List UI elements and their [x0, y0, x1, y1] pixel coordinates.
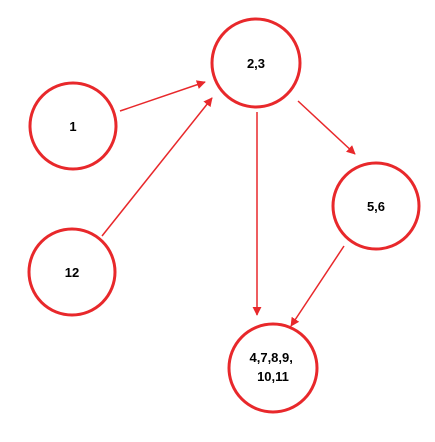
- node-12-label: 12: [65, 265, 79, 280]
- node-2-3-circle: [210, 17, 302, 109]
- edge-12-to-2-3: [101, 97, 213, 237]
- edge-2-3-to-5-6: [297, 100, 356, 155]
- node-4-11-circle: [227, 322, 319, 414]
- node-4-11-label-line-1: 4,7,8,9,: [250, 350, 293, 365]
- node-12-label-line: 12: [65, 265, 79, 280]
- node-2-3-label-line: 2,3: [247, 56, 265, 71]
- edges: [101, 80, 356, 327]
- node-1-circle: [28, 81, 118, 171]
- node-12[interactable]: 12: [27, 227, 117, 317]
- node-4-11[interactable]: 4,7,8,9, 10,11: [227, 322, 319, 414]
- node-2-3[interactable]: 2,3: [210, 17, 302, 109]
- node-5-6[interactable]: 5,6: [331, 161, 421, 251]
- edge-1-to-2-3: [119, 80, 206, 112]
- node-4-11-label: 4,7,8,9, 10,11: [250, 350, 297, 384]
- node-5-6-label: 5,6: [367, 199, 385, 214]
- node-1-label: 1: [69, 119, 76, 134]
- node-1-label-line: 1: [69, 119, 76, 134]
- node-1[interactable]: 1: [28, 81, 118, 171]
- node-5-6-label-line: 5,6: [367, 199, 385, 214]
- node-4-11-label-line-2: 10,11: [257, 369, 289, 384]
- node-5-6-circle: [331, 161, 421, 251]
- node-2-3-label: 2,3: [247, 56, 265, 71]
- edge-5-6-to-4-11: [290, 245, 345, 327]
- node-12-circle: [27, 227, 117, 317]
